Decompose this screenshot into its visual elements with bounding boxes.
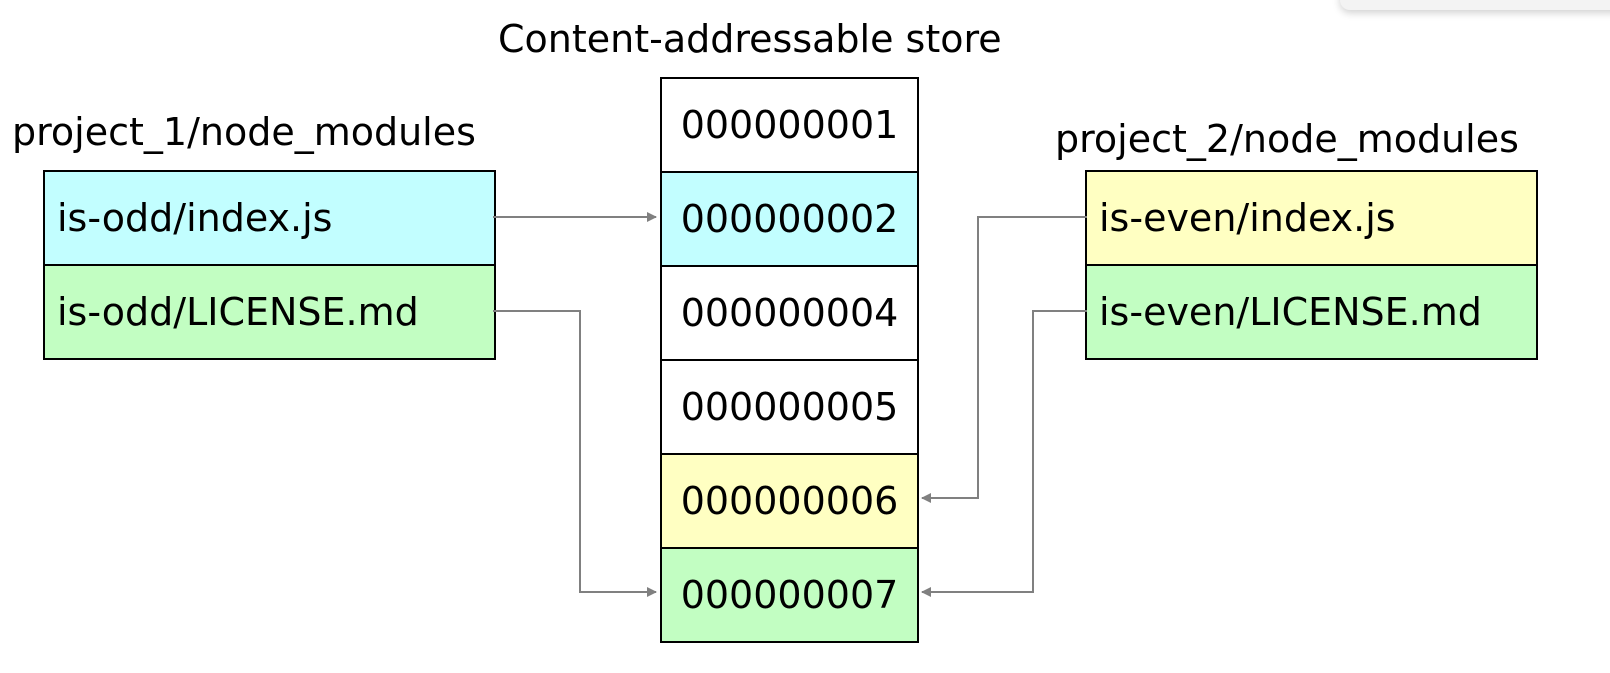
store-title: Content-addressable store <box>498 17 1002 61</box>
store-entry-5: 000000005 <box>660 359 919 455</box>
store-entry-list: 000000001 000000002 000000004 000000005 … <box>660 77 919 643</box>
project-1-title: project_1/node_modules <box>12 110 476 154</box>
store-entry-4: 000000004 <box>660 265 919 361</box>
project-2-file-is-even-index: is-even/index.js <box>1085 170 1538 266</box>
project-1-file-is-odd-index: is-odd/index.js <box>43 170 496 266</box>
store-entry-2: 000000002 <box>660 171 919 267</box>
store-entry-1: 000000001 <box>660 77 919 173</box>
arrow-is-odd-license-to-000000007 <box>493 310 657 597</box>
project-2-file-is-even-license: is-even/LICENSE.md <box>1085 264 1538 360</box>
arrow-is-even-license-to-000000007 <box>921 310 1087 597</box>
project-2-file-list: is-even/index.js is-even/LICENSE.md <box>1085 170 1538 360</box>
store-entry-6: 000000006 <box>660 453 919 549</box>
project-1-file-is-odd-license: is-odd/LICENSE.md <box>43 264 496 360</box>
arrow-is-even-index-to-000000006 <box>921 216 1087 503</box>
project-2-title: project_2/node_modules <box>1055 117 1519 161</box>
project-1-file-list: is-odd/index.js is-odd/LICENSE.md <box>43 170 496 360</box>
store-entry-7: 000000007 <box>660 547 919 643</box>
window-corner-shadow <box>1340 0 1610 10</box>
